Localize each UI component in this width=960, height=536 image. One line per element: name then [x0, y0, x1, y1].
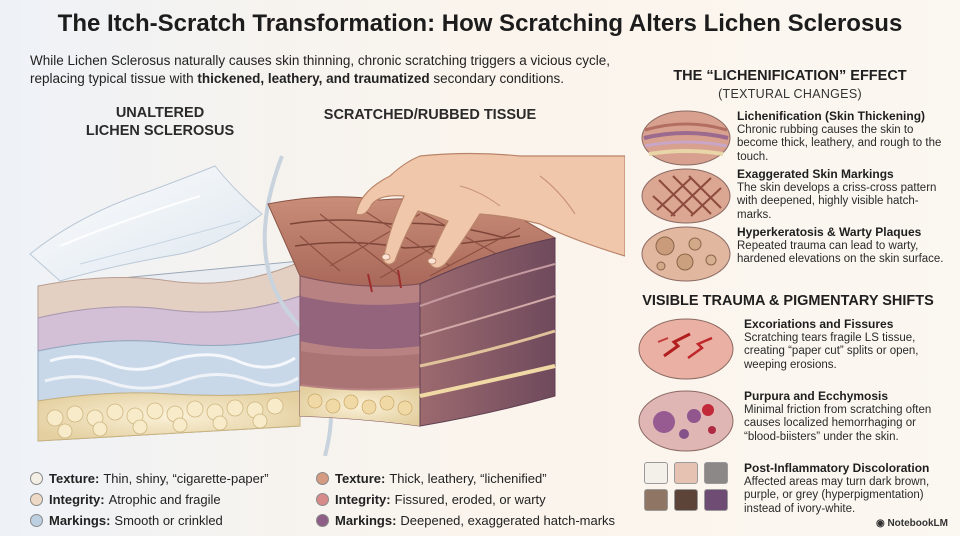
- left-heading-line1: UNALTERED: [115, 105, 205, 121]
- sidebar-item-text: Lichenification (Skin Thickening) Chroni…: [737, 109, 947, 164]
- sidebar-item-heading: Hyperkeratosis & Warty Plaques: [737, 225, 922, 239]
- sidebar-item-text: Purpura and Ecchymosis Minimal friction …: [744, 389, 950, 444]
- left-column-heading: UNALTERED LICHEN SCLEROSUS: [40, 104, 280, 140]
- sidebar-item-heading: Lichenification (Skin Thickening): [737, 109, 926, 123]
- trauma-section-heading: VISIBLE TRAUMA & PIGMENTARY SHIFTS: [642, 293, 934, 309]
- swatch-grey: [704, 462, 728, 484]
- right-legend-texture: Texture: Thick, leathery, “lichenified”: [316, 468, 626, 488]
- warty-plaque-icon: [641, 226, 731, 282]
- legend-label: Integrity:: [335, 491, 391, 507]
- brand-text: NotebookLM: [887, 518, 948, 529]
- swatch-brown: [644, 489, 668, 511]
- fissure-icon: [638, 318, 734, 380]
- markings-color-dot: [316, 513, 329, 527]
- sidebar-item-skin-markings: Exaggerated Skin Markings The skin devel…: [641, 167, 941, 224]
- markings-color-dot: [30, 513, 43, 527]
- left-legend-texture: Texture: Thin, shiny, “cigarette-paper”: [30, 468, 330, 488]
- sidebar-item-text: Excoriations and Fissures Scratching tea…: [744, 317, 950, 372]
- right-column-heading: SCRATCHED/RUBBED TISSUE: [323, 107, 537, 123]
- sidebar-item-text: Hyperkeratosis & Warty Plaques Repeated …: [737, 225, 947, 267]
- sidebar-item-description: Repeated trauma can lead to warty, harde…: [737, 239, 944, 266]
- sidebar-item-description: Affected areas may turn dark brown, purp…: [744, 475, 930, 515]
- integrity-color-dot: [30, 492, 43, 506]
- left-legend-integrity: Integrity: Atrophic and fragile: [30, 489, 330, 509]
- left-legend-markings: Markings: Smooth or crinkled: [30, 510, 330, 530]
- intro-text-2: secondary conditions.: [429, 71, 564, 86]
- notebook-logo-icon: ◉: [875, 518, 888, 529]
- right-legend: Texture: Thick, leathery, “lichenified” …: [316, 468, 626, 531]
- unaltered-skin-block: [29, 165, 301, 442]
- sidebar-item-purpura: Purpura and Ecchymosis Minimal friction …: [638, 389, 950, 452]
- sidebar-item-description: The skin develops a criss-cross pattern …: [737, 181, 937, 221]
- sidebar-item-description: Chronic rubbing causes the skin to becom…: [737, 123, 942, 163]
- intro-bold: thickened, leathery, and traumatized: [197, 71, 430, 86]
- intro-text-1: While Lichen Sclerosus naturally causes …: [30, 53, 611, 86]
- intro-paragraph: While Lichen Sclerosus naturally causes …: [30, 52, 630, 88]
- crosshatch-skin-icon: [641, 168, 731, 224]
- legend-text: Atrophic and fragile: [108, 491, 221, 507]
- scratched-skin-block: [267, 196, 557, 427]
- sidebar-item-heading: Purpura and Ecchymosis: [744, 389, 889, 403]
- legend-label: Markings:: [335, 512, 397, 528]
- purpura-icon: [638, 390, 734, 452]
- lichenification-section-heading: THE “LICHENIFICATION” EFFECT: [673, 68, 907, 84]
- integrity-color-dot: [316, 492, 329, 506]
- left-legend: Texture: Thin, shiny, “cigarette-paper” …: [30, 468, 330, 531]
- sidebar-item-lichenification: Lichenification (Skin Thickening) Chroni…: [641, 109, 941, 166]
- sidebar-item-discoloration: Post-Inflammatory Discoloration Affected…: [638, 461, 950, 524]
- legend-text: Thick, leathery, “lichenified”: [389, 470, 547, 486]
- scratching-hand-illustration: [355, 152, 625, 269]
- page-title: The Itch-Scratch Transformation: How Scr…: [57, 10, 903, 37]
- legend-text: Thin, shiny, “cigarette-paper”: [103, 470, 269, 486]
- sidebar-item-heading: Exaggerated Skin Markings: [737, 167, 894, 181]
- texture-color-dot: [316, 471, 329, 485]
- sidebar-item-hyperkeratosis: Hyperkeratosis & Warty Plaques Repeated …: [641, 225, 944, 282]
- layered-skin-icon: [641, 110, 731, 166]
- legend-label: Markings:: [49, 512, 111, 528]
- legend-text: Fissured, eroded, or warty: [394, 491, 546, 507]
- legend-label: Texture:: [335, 470, 386, 486]
- sidebar-item-text: Post-Inflammatory Discoloration Affected…: [744, 461, 950, 516]
- swatch-ivory: [644, 462, 668, 484]
- sidebar-item-description: Scratching tears fragile LS tissue, crea…: [744, 331, 919, 371]
- sidebar-item-heading: Post-Inflammatory Discoloration: [744, 461, 930, 475]
- right-legend-integrity: Integrity: Fissured, eroded, or warty: [316, 489, 626, 509]
- sidebar-item-description: Minimal friction from scratching often c…: [744, 403, 932, 443]
- swatch-purple: [704, 489, 728, 511]
- legend-label: Texture:: [49, 470, 100, 486]
- swatch-dark-brown: [674, 489, 698, 511]
- swatch-pink: [674, 462, 698, 484]
- legend-text: Deepened, exaggerated hatch-marks: [400, 512, 616, 528]
- brand-label: ◉ NotebookLM: [876, 518, 948, 529]
- lichenification-section-subheading: (TEXTURAL CHANGES): [718, 87, 862, 101]
- legend-text: Smooth or crinkled: [114, 512, 223, 528]
- texture-color-dot: [30, 471, 43, 485]
- sidebar-item-text: Exaggerated Skin Markings The skin devel…: [737, 167, 947, 222]
- legend-label: Integrity:: [49, 491, 105, 507]
- skin-comparison-illustration: [29, 152, 625, 456]
- sidebar-item-heading: Excoriations and Fissures: [744, 317, 894, 331]
- sidebar-item-excoriations: Excoriations and Fissures Scratching tea…: [638, 317, 950, 380]
- right-legend-markings: Markings: Deepened, exaggerated hatch-ma…: [316, 510, 626, 530]
- left-heading-line2: LICHEN SCLEROSUS: [85, 123, 235, 139]
